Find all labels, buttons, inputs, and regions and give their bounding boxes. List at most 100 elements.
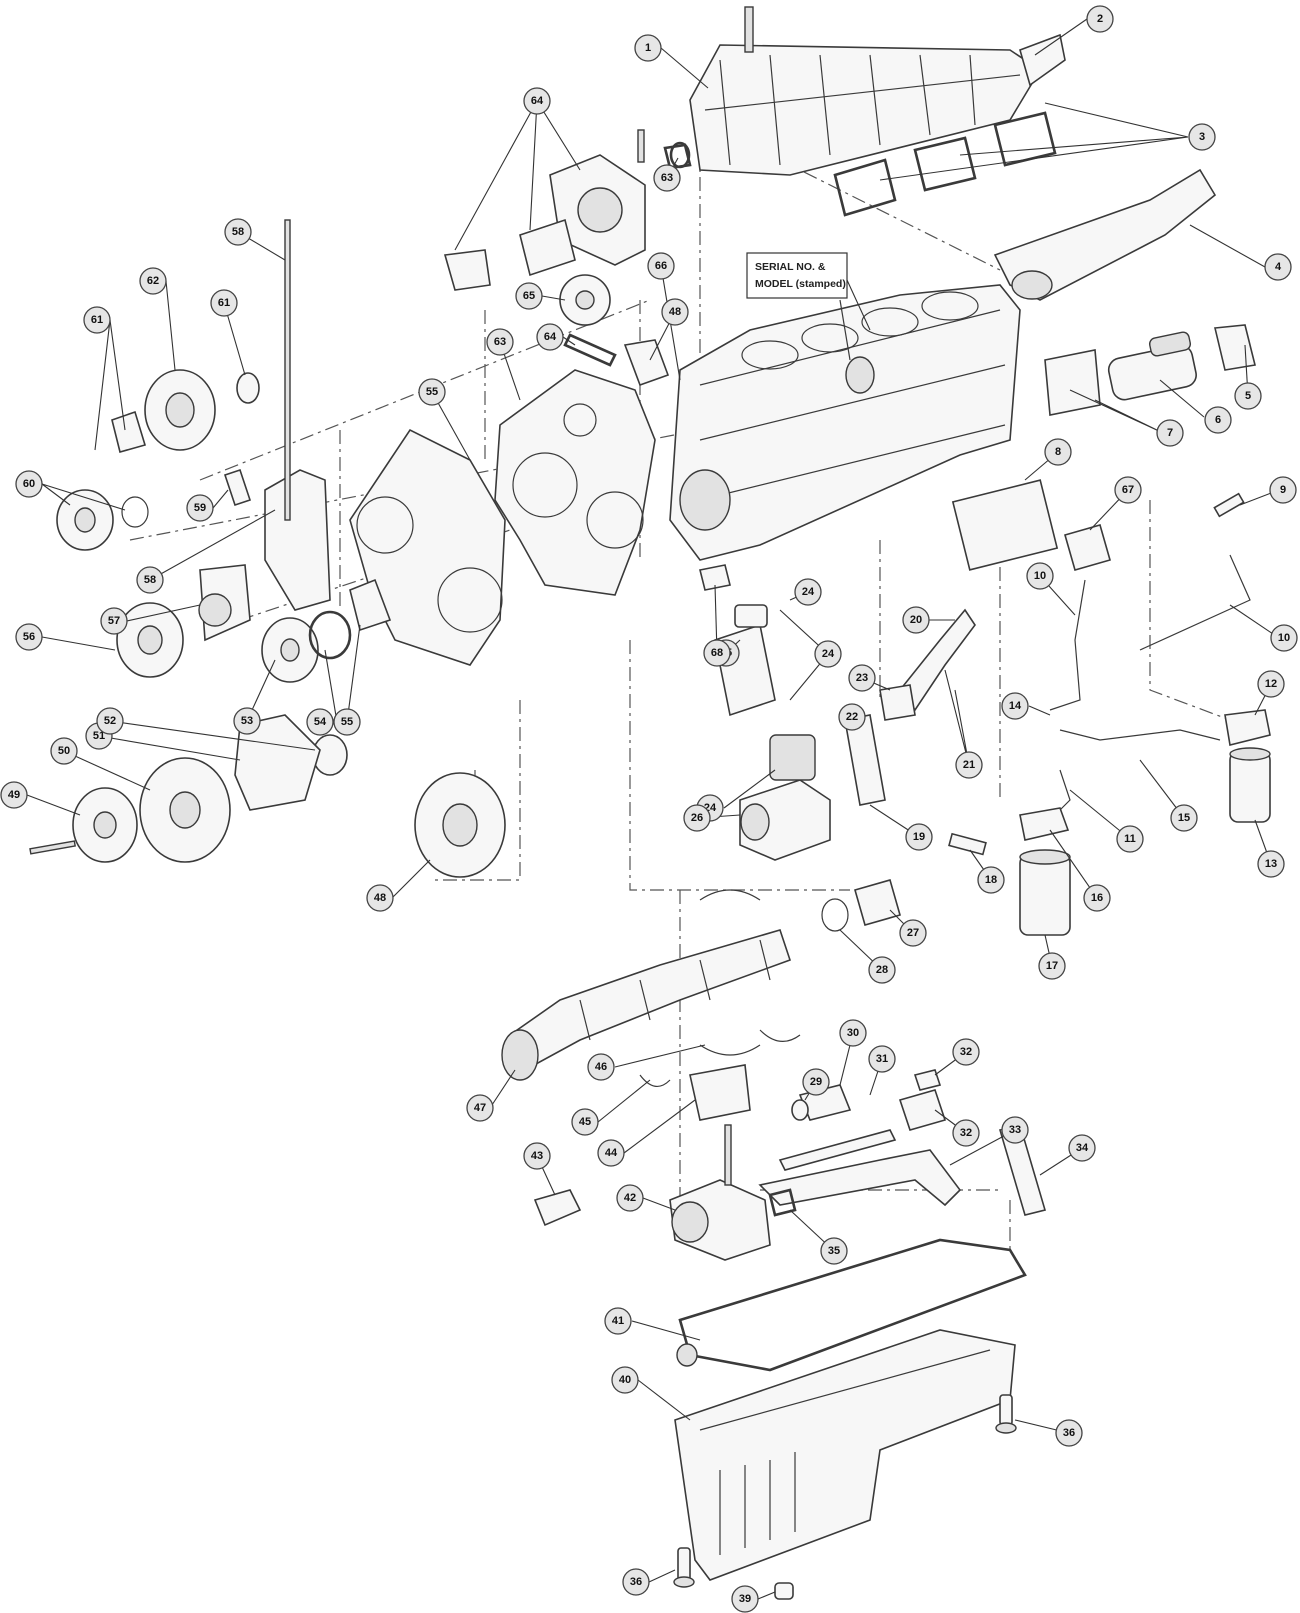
callout-c10b: 10 — [1270, 624, 1298, 652]
callout-bubble — [604, 1307, 632, 1335]
callout-number: 45 — [579, 1116, 591, 1128]
callout-number: 47 — [474, 1102, 486, 1114]
callout-number: 58 — [232, 226, 244, 238]
callout-bubble — [1026, 562, 1054, 590]
callout-c22: 22 — [838, 703, 866, 731]
callout-c63a: 63 — [486, 328, 514, 356]
suction-tube-gasket — [768, 1188, 797, 1217]
pan-plug — [676, 1343, 698, 1367]
starter-bracket — [1044, 349, 1101, 416]
callout-c30: 30 — [839, 1019, 867, 1047]
callout-c36b: 36 — [622, 1568, 650, 1596]
callout-bubble — [139, 267, 167, 295]
callout-number: 64 — [544, 331, 557, 343]
callout-bubble — [1055, 1419, 1083, 1447]
callout-c62: 62 — [139, 267, 167, 295]
callout-bubble — [868, 956, 896, 984]
callout-bubble — [814, 640, 842, 668]
main-bearing-cap — [689, 1064, 751, 1121]
callout-c48b: 48 — [366, 884, 394, 912]
callout-c4: 4 — [1264, 253, 1292, 281]
oil-cooler-housing — [854, 879, 901, 926]
callout-number: 48 — [669, 306, 681, 318]
drive-pulley — [72, 787, 138, 863]
callout-bubble — [952, 1038, 980, 1066]
callout-bubble — [1257, 850, 1285, 878]
callout-bubble — [1001, 692, 1029, 720]
callout-number: 7 — [1167, 427, 1173, 439]
callout-bubble — [616, 1184, 644, 1212]
callout-bubble — [486, 328, 514, 356]
callout-c49: 49 — [0, 781, 28, 809]
callout-c24b: 24 — [814, 640, 842, 668]
damper-hub — [236, 372, 260, 404]
callout-number: 53 — [241, 715, 253, 727]
oil-pan — [674, 1329, 1016, 1581]
front-cover — [443, 154, 646, 291]
callout-number: 46 — [595, 1061, 607, 1073]
callout-number: 16 — [1091, 892, 1103, 904]
callout-number: 64 — [531, 95, 544, 107]
callout-number: 11 — [1124, 833, 1136, 845]
alternator-bracket — [234, 714, 321, 811]
callout-bubble — [653, 164, 681, 192]
callout-number: 33 — [1009, 1124, 1021, 1136]
callout-c19: 19 — [905, 823, 933, 851]
callout-c61b: 61 — [210, 289, 238, 317]
callout-number: 35 — [828, 1245, 840, 1257]
callout-bubble — [100, 607, 128, 635]
thermostat-housing — [264, 469, 331, 611]
callout-bubble — [1264, 253, 1292, 281]
callout-number: 48 — [374, 892, 386, 904]
head-oring — [669, 141, 691, 169]
callout-bubble — [466, 1094, 494, 1122]
callout-bubble — [802, 1068, 830, 1096]
callout-bubble — [1204, 406, 1232, 434]
fuel-fitting — [1213, 492, 1245, 518]
oil-transfer-tube — [778, 1129, 897, 1171]
callout-c47: 47 — [466, 1094, 494, 1122]
callout-bubble — [820, 1237, 848, 1265]
callout-bubble — [905, 823, 933, 851]
callout-c50: 50 — [50, 737, 78, 765]
water-pump — [261, 617, 319, 683]
callout-c40: 40 — [611, 1366, 639, 1394]
water-pump-gasket — [308, 610, 352, 660]
callout-c46: 46 — [587, 1053, 615, 1081]
callout-number: 21 — [963, 759, 975, 771]
callout-c17: 17 — [1038, 952, 1066, 980]
crank-pulley — [116, 602, 184, 678]
callout-c7: 7 — [1156, 419, 1184, 447]
callout-c68: 68 — [703, 639, 731, 667]
callout-bubble — [50, 737, 78, 765]
timing-cover — [349, 428, 506, 666]
callout-c35: 35 — [820, 1237, 848, 1265]
callout-bubble — [186, 494, 214, 522]
air-compressor — [739, 734, 831, 861]
cylinder-head — [689, 6, 1042, 176]
callout-c36a: 36 — [1055, 1419, 1083, 1447]
callout-c20: 20 — [902, 606, 930, 634]
callout-bubble — [515, 282, 543, 310]
callout-c42: 42 — [616, 1184, 644, 1212]
parts-layer — [29, 6, 1271, 1600]
callout-bubble — [622, 1568, 650, 1596]
sensor-fitting — [699, 564, 731, 591]
callout-number: 51 — [93, 730, 105, 742]
callout-bubble — [952, 1119, 980, 1147]
callout-bubble — [306, 708, 334, 736]
callout-number: 34 — [1076, 1142, 1089, 1154]
callout-c55b: 55 — [333, 708, 361, 736]
callout-bubble — [0, 781, 28, 809]
callout-bubble — [1044, 438, 1072, 466]
callout-bubble — [136, 566, 164, 594]
callout-number: 59 — [194, 502, 206, 514]
fuel-line-b — [1139, 554, 1251, 651]
callout-bubble — [955, 751, 983, 779]
cooler-oring — [821, 898, 849, 932]
callout-bubble — [647, 252, 675, 280]
vibration-damper — [144, 369, 216, 451]
callout-c60: 60 — [15, 470, 43, 498]
callout-number: 5 — [1245, 390, 1251, 402]
coolant-fitting — [734, 604, 768, 628]
